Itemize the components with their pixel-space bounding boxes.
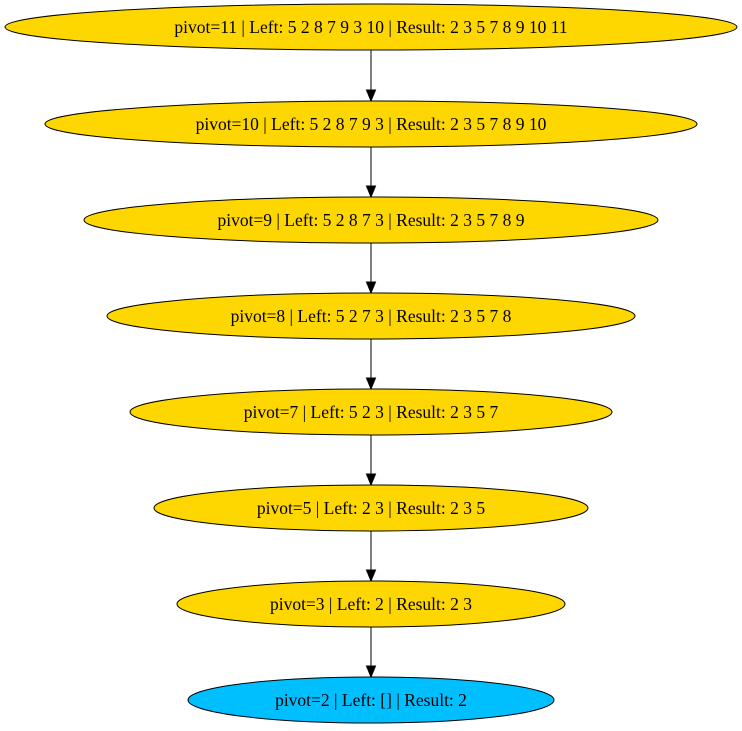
node-n11: pivot=11 | Left: 5 2 8 7 9 3 10 | Result… <box>4 3 738 51</box>
arrowhead <box>365 473 377 487</box>
edge-n5-n3 <box>365 531 377 583</box>
node-n7: pivot=7 | Left: 5 2 3 | Result: 2 3 5 7 <box>129 388 613 436</box>
edge-n3-n2 <box>365 627 377 679</box>
node-ellipse <box>187 676 555 724</box>
edge-n9-n8 <box>365 243 377 295</box>
node-n2: pivot=2 | Left: [] | Result: 2 <box>187 676 555 724</box>
node-n9: pivot=9 | Left: 5 2 8 7 3 | Result: 2 3 … <box>83 196 659 244</box>
node-label: pivot=10 | Left: 5 2 8 7 9 3 | Result: 2… <box>196 114 547 134</box>
node-ellipse <box>4 3 738 51</box>
node-label: pivot=5 | Left: 2 3 | Result: 2 3 5 <box>257 498 486 518</box>
arrowhead <box>365 377 377 391</box>
node-label: pivot=8 | Left: 5 2 7 3 | Result: 2 3 5 … <box>231 306 512 326</box>
node-ellipse <box>153 484 589 532</box>
node-ellipse <box>83 196 659 244</box>
node-ellipse <box>106 292 636 340</box>
edge-n8-n7 <box>365 339 377 391</box>
node-label: pivot=2 | Left: [] | Result: 2 <box>275 690 467 710</box>
arrowhead <box>365 281 377 295</box>
node-n3: pivot=3 | Left: 2 | Result: 2 3 <box>176 580 566 628</box>
node-label: pivot=9 | Left: 5 2 8 7 3 | Result: 2 3 … <box>217 210 524 230</box>
node-ellipse <box>129 388 613 436</box>
arrowhead <box>365 665 377 679</box>
arrowhead <box>365 569 377 583</box>
node-label: pivot=3 | Left: 2 | Result: 2 3 <box>270 594 472 614</box>
nodes-layer: pivot=11 | Left: 5 2 8 7 9 3 10 | Result… <box>4 3 738 724</box>
arrowhead <box>365 89 377 103</box>
node-label: pivot=11 | Left: 5 2 8 7 9 3 10 | Result… <box>174 17 567 37</box>
node-ellipse <box>176 580 566 628</box>
node-n8: pivot=8 | Left: 5 2 7 3 | Result: 2 3 5 … <box>106 292 636 340</box>
node-n10: pivot=10 | Left: 5 2 8 7 9 3 | Result: 2… <box>44 100 698 148</box>
node-label: pivot=7 | Left: 5 2 3 | Result: 2 3 5 7 <box>244 402 499 422</box>
node-ellipse <box>44 100 698 148</box>
edge-n11-n10 <box>365 50 377 103</box>
edge-n7-n5 <box>365 435 377 487</box>
edge-n10-n9 <box>365 147 377 199</box>
edges-layer <box>365 50 377 679</box>
arrowhead <box>365 185 377 199</box>
node-n5: pivot=5 | Left: 2 3 | Result: 2 3 5 <box>153 484 589 532</box>
